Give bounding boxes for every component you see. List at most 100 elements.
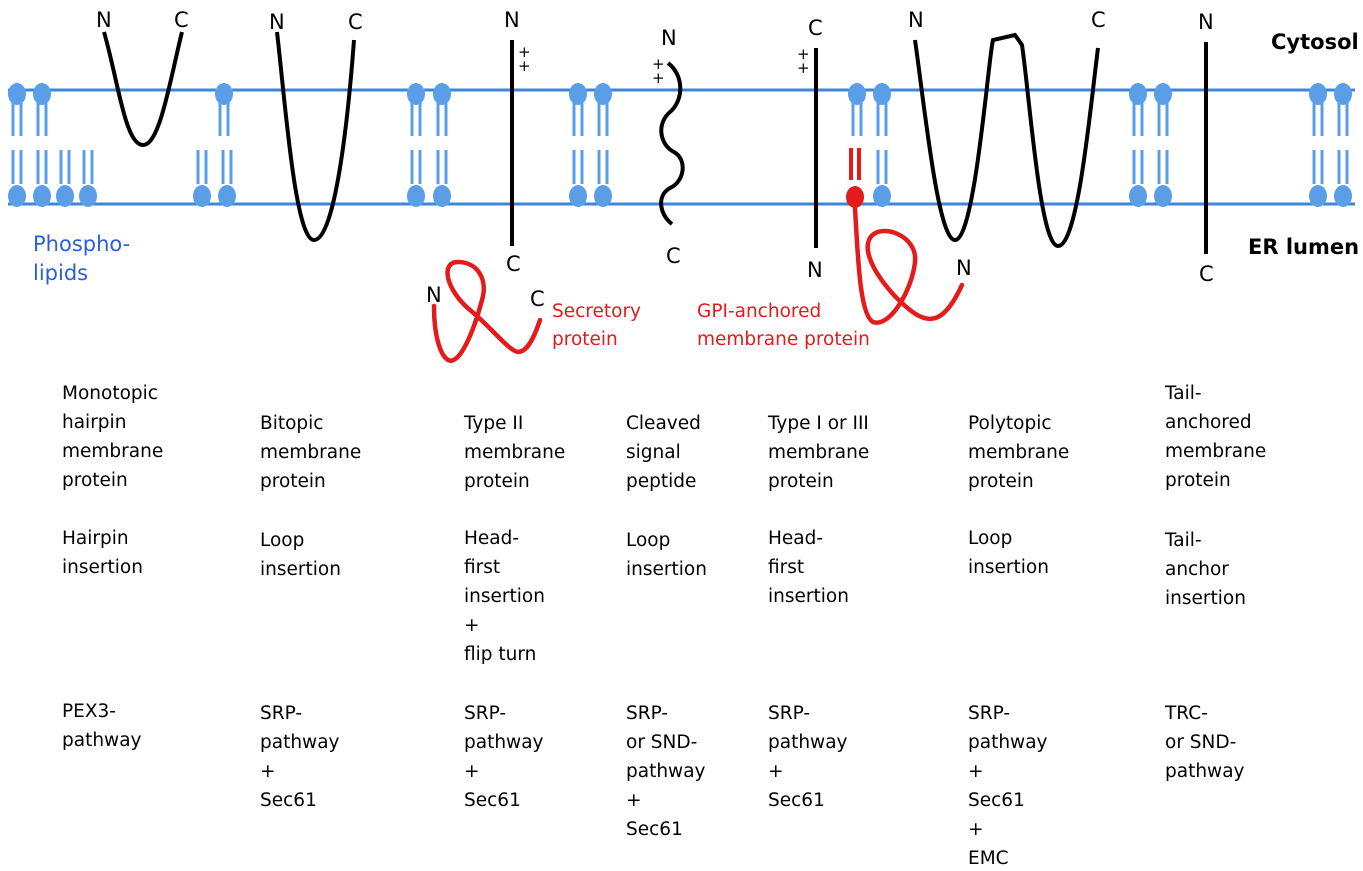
polytopic-c-terminus: C xyxy=(1091,8,1106,32)
column-2-mechanism: Loop insertion xyxy=(260,526,341,584)
column-7-type-line: Tail- xyxy=(1165,383,1202,404)
type-ii-charge-2: + xyxy=(518,57,531,75)
type-i-iii-charge-2: + xyxy=(797,59,810,77)
lower-lipid-head-12 xyxy=(1154,185,1172,207)
column-3-mechanism-line: flip turn xyxy=(464,644,537,665)
column-2-type-line: protein xyxy=(260,471,326,492)
column-7-type-line: anchored xyxy=(1165,412,1252,433)
upper-lipid-head-4 xyxy=(433,83,451,105)
column-7-mechanism-line: Tail- xyxy=(1165,530,1202,551)
upper-lipid-head-7 xyxy=(848,83,866,105)
type-ii-charge-1: + xyxy=(518,43,531,61)
lower-lipid-head-13 xyxy=(1309,185,1327,207)
column-3-pathway-line: pathway xyxy=(464,732,544,753)
column-1-type-line: membrane xyxy=(62,441,164,462)
upper-lipid-head-11 xyxy=(1309,83,1327,105)
lower-lipid-head-11 xyxy=(1129,185,1147,207)
type-ii-n-terminus: N xyxy=(504,8,520,32)
lower-lipid-head-1 xyxy=(33,185,51,207)
signal-peptide-c-terminus: C xyxy=(666,244,681,268)
column-3-mechanism-line: first xyxy=(464,557,501,578)
lower-lipid-head-9 xyxy=(594,185,612,207)
secretory-n-terminus: N xyxy=(426,283,442,307)
column-1-type-line: Monotopic xyxy=(62,383,158,404)
hairpin-c-terminus: C xyxy=(174,8,189,32)
upper-lipid-head-3 xyxy=(407,83,425,105)
column-7-pathway: TRC-or SND-pathway xyxy=(1165,699,1244,786)
column-2-pathway-line: + xyxy=(260,761,276,782)
column-4-pathway-line: + xyxy=(626,790,642,811)
upper-lipid-head-0 xyxy=(8,83,26,105)
column-5-mechanism-line: first xyxy=(768,557,805,578)
gpi-n-terminus: N xyxy=(956,256,972,280)
column-6-mechanism-line: insertion xyxy=(968,557,1049,578)
column-1-mechanism-line: insertion xyxy=(62,557,143,578)
column-4-pathway-line: or SND- xyxy=(626,732,698,753)
column-6-type-line: Polytopic xyxy=(968,413,1052,434)
column-2-mechanism-line: insertion xyxy=(260,559,341,580)
column-4-pathway: SRP-or SND-pathway+Sec61 xyxy=(626,699,705,844)
lower-lipid-head-8 xyxy=(569,185,587,207)
upper-lipid-head-8 xyxy=(873,83,891,105)
lower-lipid-head-14 xyxy=(1334,185,1352,207)
cleaved-signal-peptide xyxy=(659,61,685,226)
column-3-pathway-line: + xyxy=(464,761,480,782)
signal-peptide-n-terminus: N xyxy=(661,26,677,50)
type-i-iii-c-terminus: C xyxy=(808,16,823,40)
secretory-c-terminus: C xyxy=(530,287,545,311)
column-6-mechanism-line: Loop xyxy=(968,528,1013,549)
column-7-pathway-line: pathway xyxy=(1165,761,1245,782)
upper-lipid-head-5 xyxy=(569,83,587,105)
type-ii-c-terminus: C xyxy=(506,252,521,276)
column-6-pathway-line: SRP- xyxy=(968,703,1011,724)
secretory-protein-shape xyxy=(431,259,543,363)
column-5-mechanism-line: Head- xyxy=(768,528,824,549)
gpi-anchored-protein-label: GPI-anchored membrane protein xyxy=(697,301,870,350)
column-7-mechanism-line: anchor xyxy=(1165,559,1229,580)
hairpin-n-terminus: N xyxy=(96,8,112,32)
column-4-pathway-line: Sec61 xyxy=(626,819,683,840)
column-2-type-line: Bitopic xyxy=(260,413,324,434)
column-4-pathway-line: pathway xyxy=(626,761,706,782)
column-6-pathway-line: Sec61 xyxy=(968,790,1025,811)
signal-peptide-charge-1: + xyxy=(652,55,665,73)
er-lumen-label: ER lumen xyxy=(1248,235,1360,259)
upper-lipid-head-1 xyxy=(33,83,51,105)
column-3-type-line: membrane xyxy=(464,442,566,463)
lower-lipid-head-4 xyxy=(193,185,211,207)
column-6-type-line: protein xyxy=(968,471,1034,492)
upper-lipid-head-6 xyxy=(594,83,612,105)
signal-peptide-charge-2: + xyxy=(652,69,665,87)
column-2-type-line: membrane xyxy=(260,442,362,463)
phospholipid-bilayer xyxy=(8,83,1352,207)
type-i-iii-charge-1: + xyxy=(797,45,810,63)
column-7-type-line: protein xyxy=(1165,470,1231,491)
column-5-pathway: SRP-pathway+Sec61 xyxy=(768,699,847,815)
column-5-type-line: protein xyxy=(768,471,834,492)
column-2-pathway-line: SRP- xyxy=(260,703,303,724)
column-2-pathway-line: pathway xyxy=(260,732,340,753)
tail-anchored-c-terminus: C xyxy=(1199,262,1214,286)
column-1-pathway: PEX3-pathway xyxy=(62,697,141,755)
column-1-type-line: protein xyxy=(62,470,128,491)
column-6-pathway-line: + xyxy=(968,819,984,840)
column-3-type-line: protein xyxy=(464,471,530,492)
column-6-mechanism: Loop insertion xyxy=(968,524,1049,582)
lower-lipid-head-7 xyxy=(433,185,451,207)
lower-lipid-head-10 xyxy=(873,185,891,207)
secretory-protein-label: Secretory protein xyxy=(552,301,642,350)
column-2-mechanism-line: Loop xyxy=(260,530,305,551)
lower-lipid-head-3 xyxy=(79,185,97,207)
upper-lipid-head-10 xyxy=(1154,83,1172,105)
column-1-pathway-line: PEX3- xyxy=(62,701,116,722)
cytosol-label: Cytosol xyxy=(1271,30,1359,54)
column-4-mechanism-line: Loop xyxy=(626,530,671,551)
